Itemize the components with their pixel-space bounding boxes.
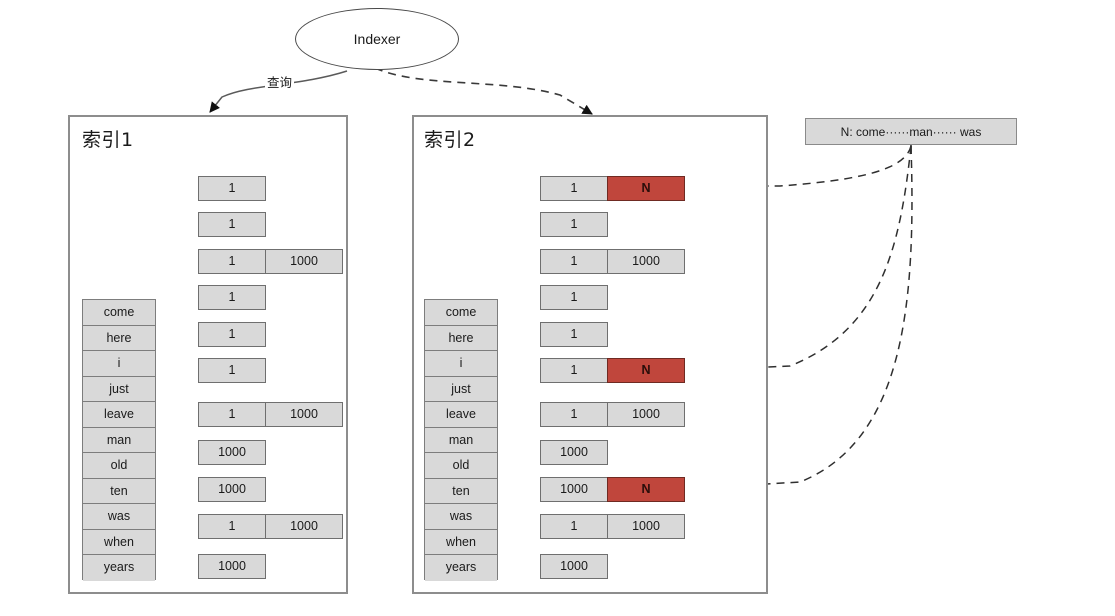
legend-n-label: N: come······man······ was [840, 124, 982, 139]
posting-cell[interactable]: 1 [198, 514, 266, 539]
posting-list: 1000 [198, 477, 266, 502]
posting-list: 1 1000 [198, 249, 343, 274]
posting-list: 1 N [540, 176, 685, 201]
term-row[interactable]: i [83, 351, 155, 377]
posting-list: 1 [198, 285, 266, 310]
term-row[interactable]: leave [425, 402, 497, 428]
posting-cell-n[interactable]: N [607, 176, 685, 201]
term-row[interactable]: here [425, 325, 497, 351]
indexer-label: Indexer [353, 31, 401, 47]
posting-list: 1 1000 [540, 402, 685, 427]
posting-cell[interactable]: 1 [540, 249, 608, 274]
posting-cell[interactable]: 1000 [265, 249, 343, 274]
term-row[interactable]: old [83, 453, 155, 479]
term-row[interactable]: when [425, 529, 497, 555]
posting-cell[interactable]: 1 [540, 514, 608, 539]
posting-cell[interactable]: 1000 [607, 402, 685, 427]
term-row[interactable]: leave [83, 402, 155, 428]
posting-cell[interactable]: 1 [198, 322, 266, 347]
term-row[interactable]: years [425, 555, 497, 581]
posting-list: 1000 [198, 554, 266, 579]
posting-list: 1 1000 [198, 514, 343, 539]
posting-list: 1000 [540, 554, 608, 579]
term-row[interactable]: here [83, 325, 155, 351]
posting-cell[interactable]: 1000 [607, 249, 685, 274]
posting-cell[interactable]: 1 [198, 358, 266, 383]
edge-indexer-to-index2 [374, 67, 593, 115]
indexer-node[interactable]: Indexer [295, 8, 459, 70]
posting-cell[interactable]: 1 [540, 212, 608, 237]
term-row[interactable]: when [83, 529, 155, 555]
posting-cell[interactable]: 1 [540, 176, 608, 201]
posting-cell[interactable]: 1 [198, 176, 266, 201]
index-1-title: 索引1 [82, 129, 134, 151]
posting-cell[interactable]: 1000 [540, 477, 608, 502]
posting-cell[interactable]: 1 [540, 322, 608, 347]
posting-cell[interactable]: 1 [198, 249, 266, 274]
posting-cell[interactable]: 1000 [540, 554, 608, 579]
posting-cell-n[interactable]: N [607, 358, 685, 383]
posting-list: 1 [198, 212, 266, 237]
posting-list: 1 [540, 285, 608, 310]
posting-cell[interactable]: 1000 [607, 514, 685, 539]
posting-list: 1 [198, 176, 266, 201]
posting-cell[interactable]: 1000 [265, 402, 343, 427]
posting-cell[interactable]: 1000 [198, 554, 266, 579]
posting-list: 1 1000 [540, 249, 685, 274]
posting-list: 1 1000 [540, 514, 685, 539]
posting-list: 1 [198, 358, 266, 383]
posting-cell[interactable]: 1000 [540, 440, 608, 465]
posting-cell[interactable]: 1 [540, 402, 608, 427]
query-edge-label: 查询 [265, 72, 295, 91]
term-row[interactable]: come [425, 300, 497, 326]
term-row[interactable]: just [425, 376, 497, 402]
legend-n-box: N: come······man······ was [805, 118, 1017, 145]
term-row[interactable]: man [425, 427, 497, 453]
index-2-term-list: come here i just leave man old ten was w… [424, 299, 498, 581]
posting-cell[interactable]: 1000 [265, 514, 343, 539]
term-row[interactable]: i [425, 351, 497, 377]
term-row[interactable]: ten [425, 478, 497, 504]
posting-cell[interactable]: 1000 [198, 477, 266, 502]
index-2-title: 索引2 [424, 129, 476, 151]
posting-list: 1 [540, 322, 608, 347]
posting-cell-n[interactable]: N [607, 477, 685, 502]
posting-list: 1 N [540, 358, 685, 383]
term-row[interactable]: years [83, 555, 155, 581]
term-row[interactable]: old [425, 453, 497, 479]
term-row[interactable]: just [83, 376, 155, 402]
posting-list: 1 1000 [198, 402, 343, 427]
term-row[interactable]: was [83, 504, 155, 530]
index-1-term-list: come here i just leave man old ten was w… [82, 299, 156, 581]
posting-list: 1000 N [540, 477, 685, 502]
posting-cell[interactable]: 1 [540, 358, 608, 383]
posting-list: 1 [198, 322, 266, 347]
term-row[interactable]: was [425, 504, 497, 530]
posting-list: 1 [540, 212, 608, 237]
posting-cell[interactable]: 1000 [198, 440, 266, 465]
posting-cell[interactable]: 1 [198, 285, 266, 310]
posting-list: 1000 [540, 440, 608, 465]
term-row[interactable]: man [83, 427, 155, 453]
term-row[interactable]: come [83, 300, 155, 326]
posting-list: 1000 [198, 440, 266, 465]
posting-cell[interactable]: 1 [198, 402, 266, 427]
posting-cell[interactable]: 1 [198, 212, 266, 237]
term-row[interactable]: ten [83, 478, 155, 504]
posting-cell[interactable]: 1 [540, 285, 608, 310]
